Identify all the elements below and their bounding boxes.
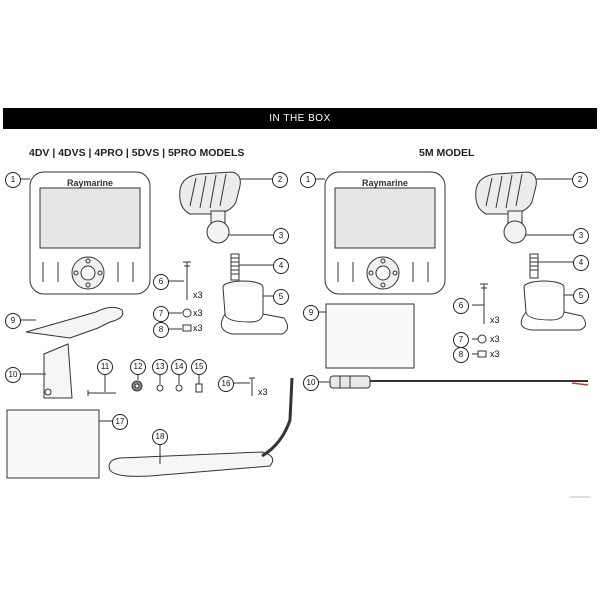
in-the-box-banner: IN THE BOX: [3, 108, 597, 129]
callout-8-left: 8: [153, 322, 169, 338]
callout-4-right: 4: [573, 255, 589, 271]
brand-logo-left: Raymarine: [67, 178, 113, 188]
bracket-cap-left: [179, 171, 241, 215]
callout-2-right: 2: [572, 172, 588, 188]
callout-7-left: 7: [153, 306, 169, 322]
qty-nut-left: x3: [193, 323, 203, 333]
template-card-left: [6, 409, 100, 479]
display-unit-right: [324, 171, 446, 295]
threaded-bolt-left: [230, 253, 240, 281]
callout-16-left: 16: [218, 376, 234, 392]
nut-right: [477, 350, 487, 358]
transducer-left: [108, 451, 274, 477]
callout-17-left: 17: [112, 414, 128, 430]
callout-18-left: 18: [152, 429, 168, 445]
threaded-bolt-right: [529, 253, 539, 279]
callout-6-left: 6: [153, 274, 169, 290]
ball-mount-left: [206, 210, 230, 244]
callout-4-left: 4: [273, 258, 289, 274]
callout-1-left: 1: [5, 172, 21, 188]
callout-8-right: 8: [453, 347, 469, 363]
lock-nut-left: [195, 383, 203, 393]
callout-5-left: 5: [273, 289, 289, 305]
callout-1-right: 1: [300, 172, 316, 188]
callout-14-left: 14: [171, 359, 187, 375]
banner-title: IN THE BOX: [269, 113, 331, 124]
callout-9-right: 9: [303, 305, 319, 321]
brand-logo-right: Raymarine: [362, 178, 408, 188]
qty-washer-right: x3: [490, 334, 500, 344]
power-cable-right: [329, 375, 589, 389]
callout-15-left: 15: [191, 359, 207, 375]
qty-screw-right: x3: [490, 315, 500, 325]
qty-screw-left: x3: [193, 290, 203, 300]
callout-11-left: 11: [97, 359, 113, 375]
washer-14: [175, 384, 183, 392]
ball-mount-right: [503, 210, 527, 244]
transducer-bracket-left: [43, 343, 73, 399]
transducer-cable-left: [261, 377, 294, 458]
screw-left: [183, 261, 191, 300]
callout-13-left: 13: [152, 359, 168, 375]
bracket-cap-right: [475, 171, 537, 215]
mount-base-left: [220, 280, 288, 335]
callout-10-right: 10: [303, 375, 319, 391]
right-section-title: 5M MODEL: [419, 147, 475, 159]
callout-3-right: 3: [573, 228, 589, 244]
callout-5-right: 5: [573, 288, 589, 304]
mount-base-right: [520, 280, 586, 331]
template-card-right: [325, 303, 415, 369]
transducer-wedge-left: [25, 306, 124, 339]
screw-right: [480, 283, 488, 324]
washer-13: [156, 384, 164, 392]
callout-3-left: 3: [273, 228, 289, 244]
washer-right: [477, 334, 487, 344]
callout-9-left: 9: [5, 313, 21, 329]
callout-12-left: 12: [130, 359, 146, 375]
callout-2-left: 2: [272, 172, 288, 188]
display-unit-left: [29, 171, 151, 295]
callout-7-right: 7: [453, 332, 469, 348]
qty-washer-left: x3: [193, 308, 203, 318]
qty-nut-right: x3: [490, 349, 500, 359]
qty-screw-16: x3: [258, 387, 268, 397]
washer-left: [182, 308, 192, 318]
callout-6-right: 6: [453, 298, 469, 314]
nut-left: [182, 324, 192, 332]
callout-10-left: 10: [5, 367, 21, 383]
long-bolt-left: [87, 390, 116, 396]
left-section-title: 4DV | 4DVS | 4PRO | 5DVS | 5PRO MODELS: [29, 147, 245, 159]
